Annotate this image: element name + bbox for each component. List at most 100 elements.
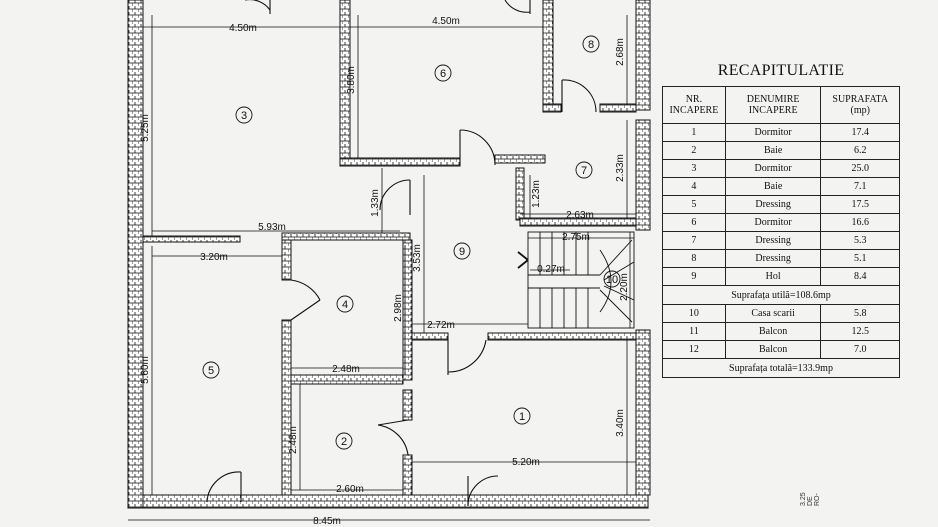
dim-hall-width: 2.72m: [427, 320, 455, 331]
dim-room4-height: 2.98m: [393, 294, 404, 322]
cell-name: Baie: [724, 177, 822, 196]
dim-hall-height: 3.53m: [412, 244, 423, 272]
cell-name: Dressing: [724, 195, 822, 214]
dim-stair-small: 0.27m: [537, 264, 565, 275]
room-number: 7: [581, 165, 587, 177]
total-row: Suprafața totală=133.9mp: [662, 358, 900, 378]
dim-room7-width: 2.63m: [566, 210, 594, 221]
cell-nr: 10: [662, 304, 726, 323]
dim-room3-height: 5.25m: [140, 114, 151, 142]
col-header-area: SUPRAFATA (mp): [820, 86, 900, 124]
cell-nr: 6: [662, 213, 726, 232]
door-swings: [206, 0, 597, 507]
subtotal-row: Suprafața utilă=108.6mp: [662, 285, 900, 305]
dim-room6-height: 3.80m: [346, 66, 357, 94]
cell-nr: 1: [662, 123, 726, 142]
room-number: 3: [241, 110, 247, 122]
cell-area: 25.0: [820, 159, 900, 178]
cell-area: 17.4: [820, 123, 900, 142]
room-number: 9: [459, 246, 465, 258]
cell-area: 5.3: [820, 231, 900, 250]
dim-room2-width: 2.60m: [336, 484, 364, 495]
recap-title: RECAPITULATIE: [717, 62, 845, 79]
cell-area: 17.5: [820, 195, 900, 214]
dim-room1-height: 3.40m: [615, 409, 626, 437]
cell-name: Dressing: [724, 249, 822, 268]
room-number: 4: [342, 299, 348, 311]
col-header-name: DENUMIRE INCAPERE: [724, 86, 822, 124]
cell-area: 5.1: [820, 249, 900, 268]
subtotal-cell: Suprafața utilă=108.6mp: [662, 285, 900, 305]
dim-room2-height: 2.48m: [288, 426, 299, 454]
room-number: 8: [588, 39, 594, 51]
dim-room8-height: 2.68m: [615, 38, 626, 66]
dim-room3-width: 5.93m: [258, 222, 286, 233]
cell-area: 6.2: [820, 141, 900, 160]
cell-name: Baie: [724, 141, 822, 160]
dim-room7-height: 2.33m: [615, 154, 626, 182]
cell-name: Dormitor: [724, 123, 822, 142]
exterior-walls: [127, 0, 651, 509]
cell-area: 7.0: [820, 340, 900, 359]
dimension-labels: 4.50m 4.50m 5.25m 3.80m 2.68m 1.33m 5.93…: [140, 16, 630, 527]
room-number: 5: [208, 365, 214, 377]
dimension-lines: [128, 15, 650, 521]
dim-room1-width: 5.20m: [512, 457, 540, 468]
cell-nr: 7: [662, 231, 726, 250]
dim-room7-small: 1.23m: [531, 180, 542, 208]
cell-area: 7.1: [820, 177, 900, 196]
cell-name: Balcon: [724, 340, 822, 359]
cell-area: 5.8: [820, 304, 900, 323]
cell-name: Balcon: [724, 322, 822, 341]
recap-table: NR. INCAPERE DENUMIRE INCAPERE SUPRAFATA…: [662, 86, 900, 378]
cell-area: 8.4: [820, 267, 900, 286]
stamp-line: 3.25: [800, 492, 807, 506]
table-header-row: NR. INCAPERE DENUMIRE INCAPERE SUPRAFATA…: [662, 86, 900, 124]
cell-name: Dressing: [724, 231, 822, 250]
dim-room5-height: 5.60m: [140, 356, 151, 384]
staircase: [517, 231, 635, 329]
cell-name: Casa scarii: [724, 304, 822, 323]
cell-name: Dormitor: [724, 159, 822, 178]
room-number: 2: [341, 436, 347, 448]
stamp-line: RO-: [814, 493, 821, 506]
cell-nr: 5: [662, 195, 726, 214]
dim-room4-width: 2.48m: [332, 364, 360, 375]
room-number: 10: [606, 274, 618, 286]
room-number: 6: [440, 68, 446, 80]
cell-name: Dormitor: [724, 213, 822, 232]
dim-room5-width: 3.20m: [200, 252, 228, 263]
col-header-nr: NR. INCAPERE: [662, 86, 726, 124]
cell-nr: 12: [662, 340, 726, 359]
room-number: 1: [519, 411, 525, 423]
dim-stair-height: 2.20m: [619, 273, 630, 301]
cell-nr: 9: [662, 267, 726, 286]
stamp-text: 3.25 DE RO-: [800, 466, 821, 506]
dim-total-width: 8.45m: [313, 516, 341, 527]
dim-top-left: 4.50m: [229, 23, 257, 34]
cell-nr: 2: [662, 141, 726, 160]
cell-name: Hol: [724, 267, 822, 286]
cell-nr: 8: [662, 249, 726, 268]
interior-walls: [142, 0, 637, 496]
dim-stair-width: 2.75m: [562, 232, 590, 243]
dim-left-corridor: 1.33m: [370, 189, 381, 217]
total-cell: Suprafața totală=133.9mp: [662, 358, 900, 378]
cell-nr: 4: [662, 177, 726, 196]
room-markers: [202, 35, 621, 450]
room-numbers: 1 2 3 4 5 6 7 8 9 10: [208, 39, 618, 448]
cell-nr: 3: [662, 159, 726, 178]
